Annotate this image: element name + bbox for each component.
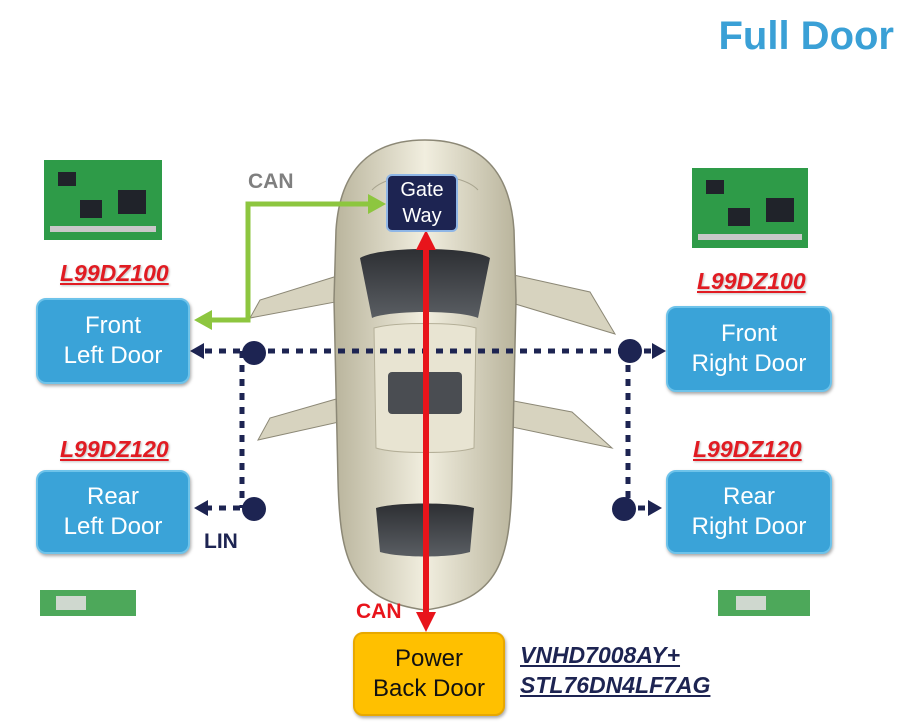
lin-nodes [242, 339, 642, 521]
gateway-label-line1: Gate [400, 179, 444, 201]
can-red-arrow-down [416, 612, 436, 632]
page-title: Full Door [718, 14, 894, 58]
lin-arrowheads [190, 343, 666, 516]
can-green-arrow-to-gateway [368, 194, 386, 214]
pcb-front-left [44, 160, 162, 240]
lin-node-rear-left [242, 497, 266, 521]
front-right-door-box: Front Right Door [666, 306, 832, 392]
lin-node-front-left [242, 341, 266, 365]
power-back-door-part-line1: VNHD7008AY+ [520, 642, 681, 668]
lin-arrow-front-left [190, 343, 204, 359]
front-left-door-line2: Left Door [63, 342, 163, 369]
part-rear-right: L99DZ120 [693, 436, 802, 462]
pcb-rear-left [40, 590, 136, 616]
front-right-door-line2: Right Door [691, 350, 807, 377]
rear-right-door-line2: Right Door [691, 513, 807, 540]
pcb-front-right [692, 168, 808, 248]
lin-arrow-front-right [652, 343, 666, 359]
lin-label: LIN [204, 530, 238, 553]
power-back-door-box: Power Back Door [353, 632, 505, 716]
part-rear-left: L99DZ120 [60, 436, 169, 462]
lin-node-rear-right [612, 497, 636, 521]
rear-right-door-box: Rear Right Door [666, 470, 832, 554]
can-green-arrow-to-front-left [194, 310, 212, 330]
front-left-door-line1: Front [84, 312, 141, 339]
pcb-rear-right [718, 590, 810, 616]
rear-left-door-box: Rear Left Door [36, 470, 190, 554]
rear-left-door-line2: Left Door [63, 513, 163, 540]
power-back-door-line1: Power [394, 645, 464, 672]
front-right-door-open [499, 271, 617, 335]
rear-right-door-open [497, 397, 614, 449]
lin-node-front-right [618, 339, 642, 363]
power-back-door-part-line2: STL76DN4LF7AG [520, 672, 711, 698]
lin-arrow-rear-left [194, 500, 208, 516]
lin-arrow-rear-right [648, 500, 662, 516]
part-front-left: L99DZ100 [60, 260, 169, 286]
can-top-label: CAN [248, 170, 294, 193]
power-back-door-line2: Back Door [372, 675, 486, 702]
part-front-right: L99DZ100 [697, 268, 806, 294]
rear-left-door-line1: Rear [86, 483, 140, 510]
front-right-door-line1: Front [720, 320, 777, 347]
can-green-line [208, 201, 372, 323]
gateway-box: Gate Way [386, 174, 458, 232]
gateway-label-line2: Way [402, 205, 442, 227]
can-bottom-label: CAN [356, 600, 402, 623]
power-back-door-parts: VNHD7008AY+ STL76DN4LF7AG [520, 640, 710, 700]
rear-right-door-line1: Rear [722, 483, 776, 510]
can-red-arrow-up [416, 230, 436, 250]
front-left-door-box: Front Left Door [36, 298, 190, 384]
